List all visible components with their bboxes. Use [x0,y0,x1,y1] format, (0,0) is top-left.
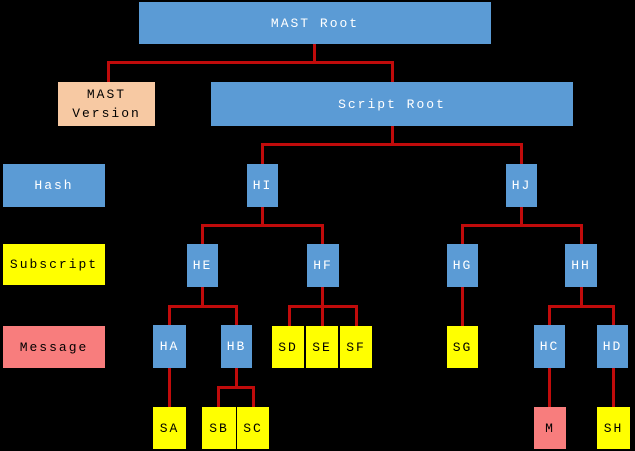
connector-segment [168,368,171,407]
connector-segment [168,305,238,308]
node-hh: HH [565,244,597,287]
connector-segment [201,287,204,308]
connector-segment [107,61,394,64]
legend-hash-legend: Hash [3,164,105,207]
connector-segment [235,305,238,325]
connector-segment [548,305,615,308]
node-sd: SD [272,326,304,368]
node-he: HE [187,244,218,287]
legend-subscript-legend: Subscript [3,244,105,285]
node-se: SE [306,326,338,368]
node-sh: SH [597,407,630,449]
connector-segment [313,44,316,64]
connector-segment [391,61,394,82]
connector-segment [217,386,220,407]
connector-segment [201,224,204,244]
connector-segment [580,287,583,308]
connector-segment [235,368,238,389]
node-hi: HI [247,164,278,207]
connector-segment [321,287,324,308]
connector-segment [548,305,551,325]
connector-segment [461,287,464,326]
connector-segment [580,224,583,244]
connector-segment [288,305,291,326]
node-hg: HG [447,244,478,287]
connector-segment [612,368,615,407]
connector-segment [548,368,551,407]
node-m: M [534,407,566,449]
node-sa: SA [153,407,186,449]
legend-message-legend: Message [3,326,105,368]
node-mast-root: MAST Root [139,2,491,44]
connector-segment [461,224,464,244]
connector-segment [355,305,358,326]
connector-segment [612,305,615,325]
node-sb: SB [202,407,236,449]
node-hb: HB [221,325,252,368]
node-sg: SG [447,326,478,368]
connector-segment [461,224,583,227]
connector-segment [261,207,264,227]
connector-segment [520,207,523,227]
connector-segment [261,143,523,146]
connector-segment [261,143,264,164]
node-mast-version: MAST Version [58,82,155,126]
connector-segment [391,126,394,146]
node-sf: SF [340,326,372,368]
connector-segment [520,143,523,164]
connector-segment [321,224,324,244]
node-hf: HF [307,244,339,287]
connector-segment [252,386,255,407]
connector-segment [217,386,255,389]
connector-segment [321,305,324,326]
node-script-root: Script Root [211,82,573,126]
connector-segment [168,305,171,325]
node-sc: SC [237,407,269,449]
connector-segment [107,61,110,82]
node-hj: HJ [506,164,537,207]
connector-segment [201,224,324,227]
node-hd: HD [597,325,628,368]
node-ha: HA [153,325,186,368]
node-hc: HC [534,325,565,368]
